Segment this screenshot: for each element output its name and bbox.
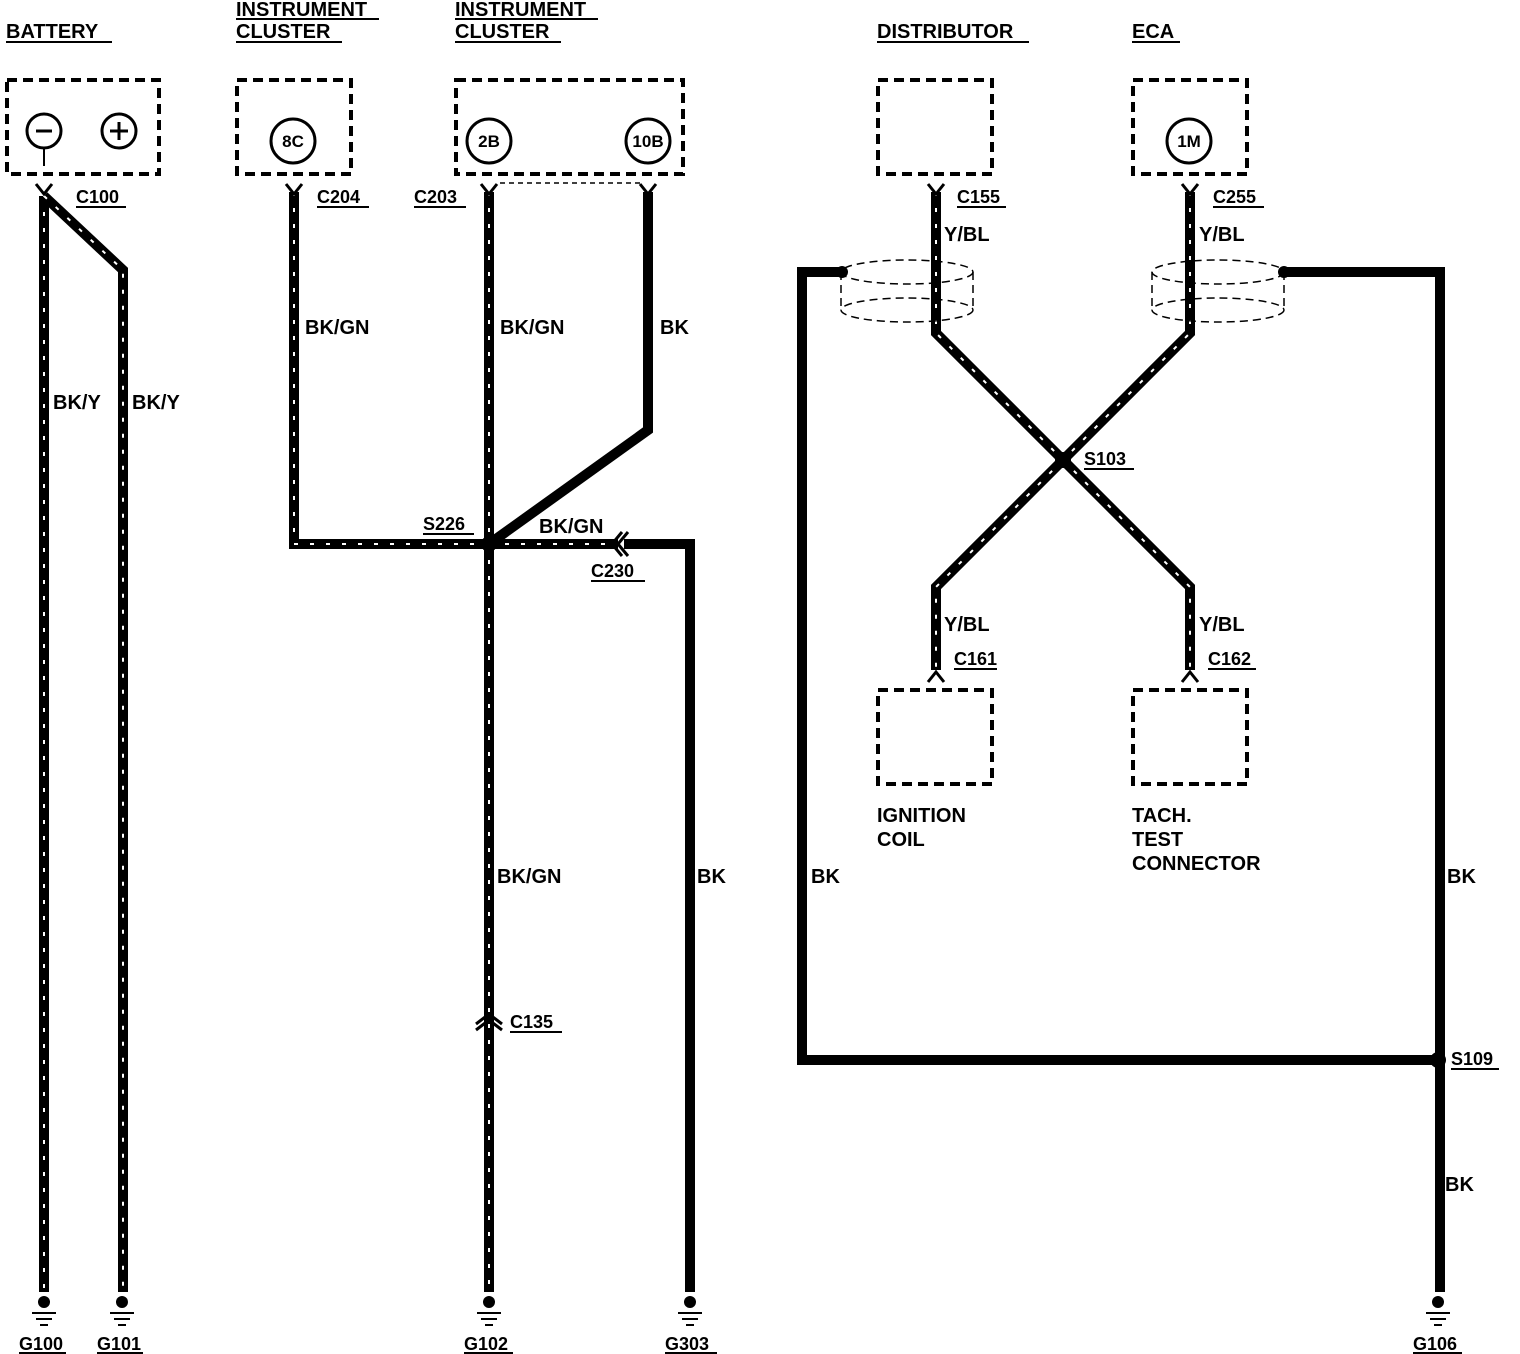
wire-battery-pos [40,192,128,1292]
wire-c230-g303 [624,539,695,1292]
ground-g100-symbol [32,1296,56,1326]
pin-2b-label: 2B [478,132,500,151]
g101-label: G101 [97,1334,141,1354]
battery-title: BATTERY [6,21,99,43]
distributor-title: DISTRIBUTOR [877,21,1014,43]
wire-color-c230-g303: BK [697,866,726,888]
ignition-coil-title-line1: IGNITION [877,805,966,827]
c155-label: C155 [957,187,1000,207]
wire-color-s226-c230: BK/GN [539,516,603,538]
ground-g106-symbol [1426,1296,1450,1326]
wire-color-eca: Y/BL [1199,224,1245,246]
c100-label: C100 [76,187,119,207]
g102-label: G102 [464,1334,508,1354]
wire-color-tach: Y/BL [1199,614,1245,636]
s226-label: S226 [423,514,465,534]
battery-negative-terminal [25,112,63,166]
c203-label: C203 [414,187,457,207]
g303-label: G303 [665,1334,709,1354]
right-shield [1151,259,1285,323]
c135-symbol-b [475,1018,503,1032]
c203-symbol [479,183,499,197]
instrument-cluster-2-box [454,78,685,176]
c161-symbol [926,669,946,683]
wire-color-coil: Y/BL [944,614,990,636]
wire-color-bat-pos: BK/Y [132,392,180,414]
instrument-cluster-1-title-line2: CLUSTER [236,21,331,43]
ground-g101-symbol [110,1296,134,1326]
wire-right-shield-drain [1284,267,1445,1292]
c161-label: C161 [954,649,997,669]
wire-color-c203: BK/GN [500,317,564,339]
c204-symbol [284,183,304,197]
instrument-cluster-1-box [235,78,353,176]
c203-10b-symbol [638,183,658,197]
tach-title-line1: TACH. [1132,805,1192,827]
c255-label: C255 [1213,187,1256,207]
left-shield-drain-dot [836,266,848,278]
wire-color-right-drain: BK [1447,866,1476,888]
c100-symbol [34,183,54,197]
instrument-cluster-1-title-line1: INSTRUMENT [236,0,367,21]
c230-symbol-b [610,531,624,557]
eca-box [1131,78,1249,176]
wire-c204 [289,192,489,549]
g100-label: G100 [19,1334,63,1354]
instrument-cluster-2-title-line2: CLUSTER [455,21,550,43]
pin-8c-circle [269,117,317,165]
tach-test-connector-box [1131,688,1249,786]
s226-dot [481,536,497,552]
wire-color-distributor: Y/BL [944,224,990,246]
s103-dot [1055,452,1071,468]
pin-10b-circle [624,117,672,165]
left-shield [840,259,974,323]
pin-2b-circle [465,117,513,165]
wire-pin10b [486,192,653,549]
c135-label: C135 [510,1012,553,1032]
g106-label: G106 [1413,1334,1457,1354]
right-shield-drain-dot [1278,266,1290,278]
wire-color-pin10b: BK [660,317,689,339]
ignition-coil-title-line2: COIL [877,829,925,851]
c255-symbol [1180,183,1200,197]
ground-g102-symbol [477,1296,501,1326]
c162-label: C162 [1208,649,1251,669]
tach-title-line2: TEST [1132,829,1183,851]
wire-color-s109-g106: BK [1445,1174,1474,1196]
wire-color-s226-g102: BK/GN [497,866,561,888]
c162-symbol [1180,669,1200,683]
c204-label: C204 [317,187,360,207]
s109-label: S109 [1451,1049,1493,1069]
pin-1m-circle [1165,117,1213,165]
c155-symbol [926,183,946,197]
eca-title: ECA [1132,21,1174,43]
pin-8c-label: 8C [282,132,304,151]
tach-title-line3: CONNECTOR [1132,853,1261,875]
battery-box [5,78,161,176]
c230-label: C230 [591,561,634,581]
ignition-coil-box [876,688,994,786]
ground-g303-symbol [678,1296,702,1326]
pin-1m-label: 1M [1177,132,1201,151]
c135-symbol-a [475,1012,503,1026]
pin-10b-label: 10B [632,132,663,151]
distributor-box [876,78,994,176]
wire-left-shield-drain [797,267,1438,1065]
wire-color-c204: BK/GN [305,317,369,339]
wire-color-bat-neg: BK/Y [53,392,101,414]
wire-color-left-drain: BK [811,866,840,888]
s109-dot [1430,1052,1446,1068]
s103-label: S103 [1084,449,1126,469]
battery-positive-terminal [100,112,138,150]
instrument-cluster-2-title-line1: INSTRUMENT [455,0,586,21]
c230-symbol-a [616,531,630,557]
